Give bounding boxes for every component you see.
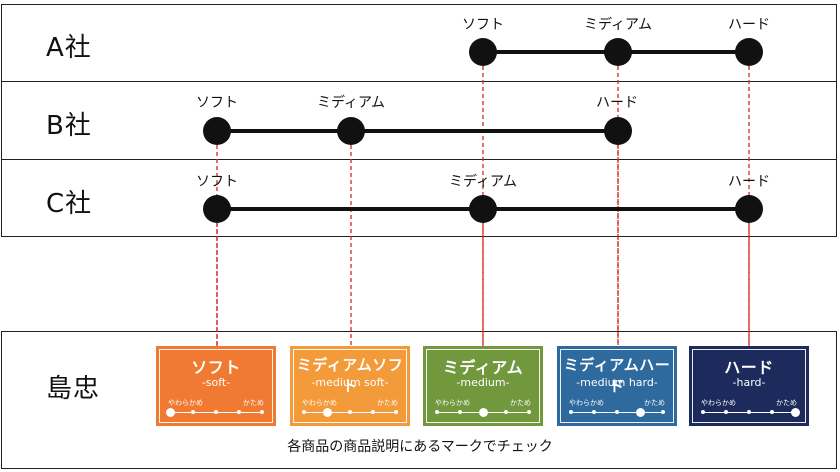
card-soft: ソフト -soft- やわらかめ かため [156, 346, 276, 426]
card-hard-label: かため [243, 399, 264, 407]
card-title: ミディアムソフト [296, 356, 404, 395]
row-node [337, 117, 365, 145]
card-title: ハード [724, 358, 774, 377]
card-soft-label: やわらかめ [302, 399, 337, 407]
row-b [1, 81, 837, 160]
card-title: ミディアム [442, 358, 524, 377]
card-title: ソフト [191, 358, 241, 377]
card-medium-soft: ミディアムソフト -medium soft- やわらかめ かため [290, 346, 410, 426]
card-subtitle: -medium soft- [311, 376, 389, 389]
card-subtitle: -soft- [201, 376, 231, 389]
scale-tick [527, 410, 531, 414]
c-hard-label: ハード [728, 174, 770, 190]
a-soft-label: ソフト [462, 17, 504, 33]
hardness-scale [701, 408, 800, 417]
scale-tick [615, 410, 619, 414]
card-medium-hard: ミディアムハード -medium hard- やわらかめ かため [557, 346, 677, 426]
scale-tick [371, 410, 375, 414]
card-soft-label: やわらかめ [435, 399, 470, 407]
card-subtitle: -hard- [732, 376, 766, 389]
scale-tick [569, 410, 573, 414]
hardness-marker [322, 408, 332, 417]
row-node [604, 117, 632, 145]
b-medium-label: ミディアム [316, 95, 386, 111]
a-hard-label: ハード [728, 17, 770, 33]
card-subtitle: -medium hard- [576, 376, 658, 389]
hardness-scale [569, 408, 665, 417]
c-soft-label: ソフト [196, 174, 238, 190]
scale-tick [435, 410, 439, 414]
row-node [469, 38, 497, 66]
a-medium-label: ミディアム [583, 17, 653, 33]
card-soft-label: やわらかめ [701, 399, 736, 407]
scale-tick [701, 410, 705, 414]
hardness-scale [435, 408, 531, 417]
hardness-marker [478, 408, 488, 417]
card-title: ミディアムハード [563, 356, 671, 395]
scale-tick [747, 410, 751, 414]
row-node [203, 117, 231, 145]
scale-tick [302, 410, 306, 414]
scale-tick [348, 410, 352, 414]
c-medium-label: ミディアム [448, 174, 518, 190]
row-node [203, 195, 231, 223]
card-subtitle: -medium- [456, 376, 510, 389]
row-node [604, 38, 632, 66]
company-c-label: C社 [46, 189, 93, 219]
company-b-label: B社 [46, 111, 92, 141]
card-soft-label: やわらかめ [569, 399, 604, 407]
card-hard-label: かため [776, 399, 797, 407]
scale-tick [394, 410, 398, 414]
row-a [1, 4, 837, 82]
hardness-scale [165, 408, 264, 417]
hardness-scale [302, 408, 398, 417]
card-hard: ハード -hard- やわらかめ かため [689, 346, 809, 426]
card-hard-label: かため [644, 399, 665, 407]
caption: 各商品の商品説明にあるマークでチェック [287, 439, 553, 455]
card-hard-label: かため [510, 399, 531, 407]
scale-tick [214, 410, 218, 414]
company-a-label: A社 [46, 33, 92, 63]
scale-tick [770, 410, 774, 414]
scale-tick [661, 410, 665, 414]
card-soft-label: やわらかめ [168, 399, 203, 407]
product-row-label: 島忠 [46, 374, 101, 404]
row-node [469, 195, 497, 223]
row-node [735, 195, 763, 223]
card-medium: ミディアム -medium- やわらかめ かため [423, 346, 543, 426]
scale-tick [724, 410, 728, 414]
b-soft-label: ソフト [196, 95, 238, 111]
scale-tick [191, 410, 195, 414]
scale-tick [260, 410, 264, 414]
row-c [1, 159, 837, 237]
row-node [735, 38, 763, 66]
scale-tick [237, 410, 241, 414]
card-hard-label: かため [377, 399, 398, 407]
hardness-marker [790, 408, 800, 417]
hardness-marker [165, 408, 175, 417]
hardness-marker [635, 408, 645, 417]
scale-tick [458, 410, 462, 414]
b-hard-label: ハード [596, 95, 638, 111]
scale-tick [504, 410, 508, 414]
scale-tick [592, 410, 596, 414]
